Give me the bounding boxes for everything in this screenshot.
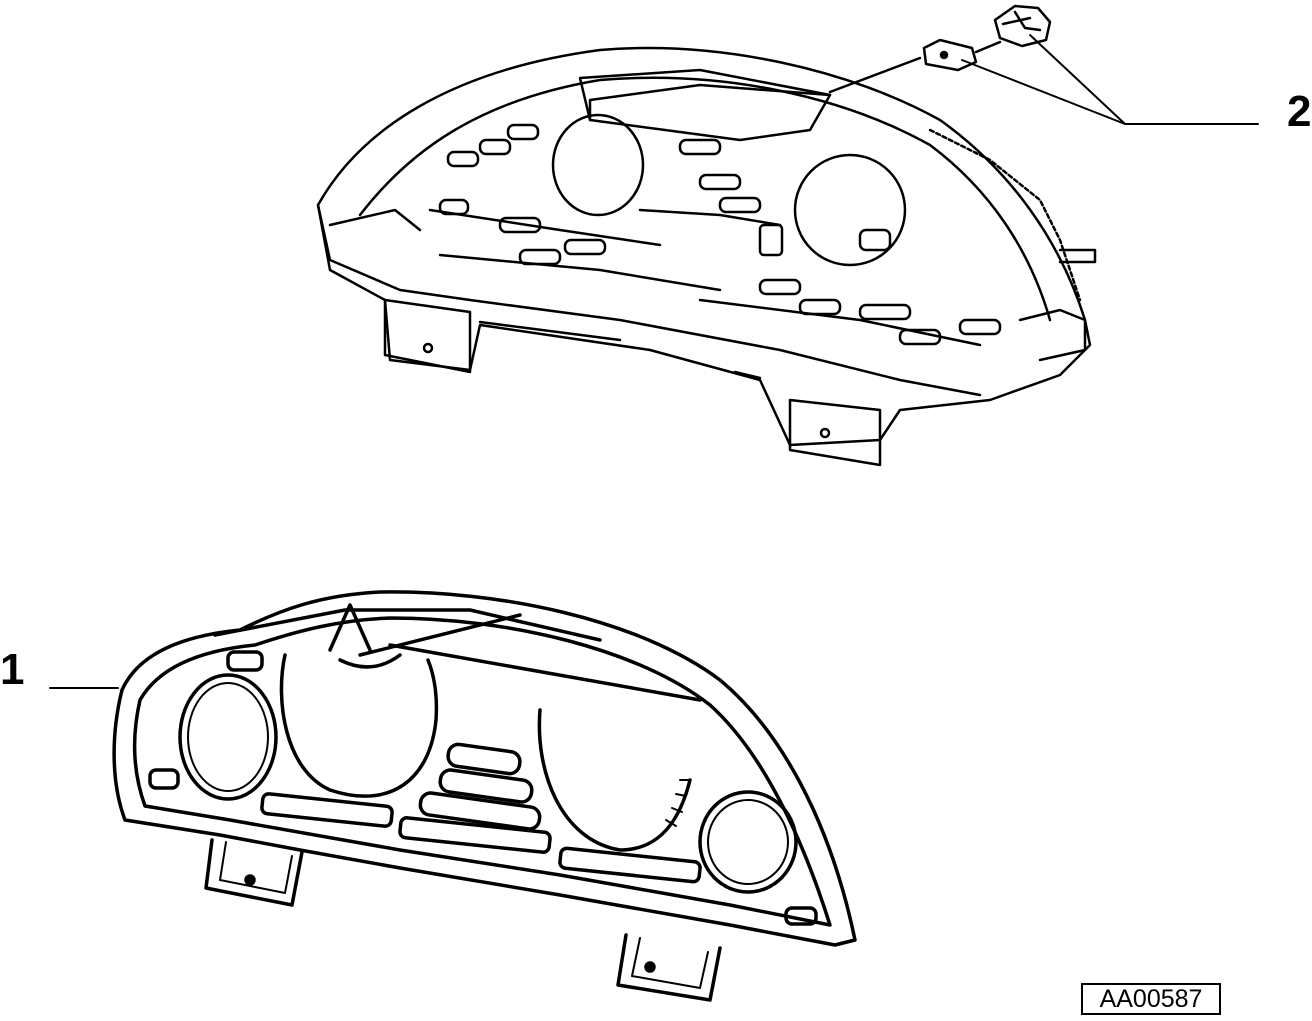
callout-number-1: 1 bbox=[0, 645, 25, 694]
front-bezel bbox=[112, 590, 857, 1002]
rear-cluster-housing bbox=[316, 46, 1097, 467]
bulb-holder bbox=[828, 4, 1052, 94]
reference-code-label: AA00587 bbox=[1081, 983, 1221, 1015]
callout-number-2: 2 bbox=[1287, 87, 1312, 136]
callout-2-leader bbox=[961, 34, 1259, 125]
